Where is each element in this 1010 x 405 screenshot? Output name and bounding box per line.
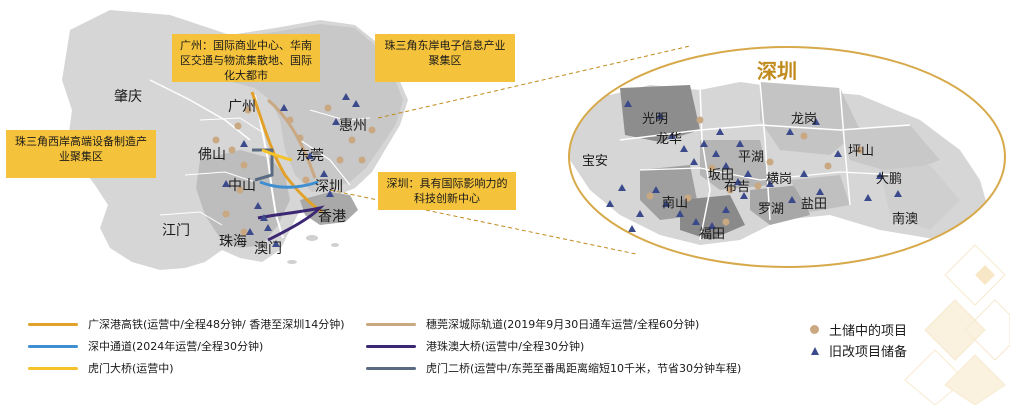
legend-humen2: 虎门二桥(运营中/东莞至番禺距离缩短10千米，节省30分钟车程): [366, 360, 741, 376]
legend-label-humen2: 虎门二桥(运营中/东莞至番禺距离缩短10千米，节省30分钟车程): [426, 362, 742, 375]
legend-land-reserve: 土储中的项目: [810, 320, 907, 339]
callout-guangzhou: 广州：国际商业中心、华南区交通与物流集散地、国际化大都市: [172, 34, 320, 82]
legend-label-hzm: 港珠澳大桥(运营中/全程30分钟): [426, 340, 585, 353]
transport-lines: [250, 91, 325, 242]
city-label-dongguan: 东莞: [296, 148, 324, 164]
humen-line: [261, 148, 293, 162]
legend-shenzhong: 深中通道(2024年运营/全程30分钟): [28, 338, 263, 354]
suiguan-line: [267, 98, 317, 179]
legend-label-humen: 虎门大桥(运营中): [88, 362, 174, 375]
legend-gsh-rail: 广深港高铁(运营中/全程48分钟/ 香港至深圳14分钟): [28, 316, 344, 332]
legend-swatch-humen: [28, 366, 78, 370]
land-reserve-circle-icon: [810, 325, 819, 334]
district-label-pinghu: 平湖: [738, 150, 765, 165]
legend-swatch-suiguan: [366, 322, 416, 326]
hzm-line: [257, 205, 325, 242]
connector-top: [377, 45, 691, 119]
callout-east-bank: 珠三角东岸电子信息产业聚集区: [375, 34, 515, 82]
decorative-diamond-pattern: [904, 244, 1010, 405]
legend-renewal-reserve: 旧改项目储备: [810, 341, 907, 360]
city-label-zhuhai: 珠海: [219, 234, 247, 250]
district-label-bantian: 坂田: [708, 168, 735, 183]
legend-hzm: 港珠澳大桥(运营中/全程30分钟): [366, 338, 584, 354]
city-label-macau: 澳门: [254, 241, 282, 257]
district-label-yantian: 盐田: [801, 197, 828, 212]
legend-swatch-gsh-rail: [28, 322, 78, 326]
shenzhen-inset: [568, 46, 1006, 268]
legend-swatch-hzm: [366, 344, 416, 348]
district-label-longgang: 龙岗: [791, 112, 818, 127]
city-label-zhaoqing: 肇庆: [114, 89, 142, 105]
district-label-baoan: 宝安: [582, 154, 609, 169]
legend-humen: 虎门大桥(运营中): [28, 360, 174, 376]
district-label-pingshan: 坪山: [848, 144, 875, 159]
shenzhong-line: [259, 180, 319, 189]
city-label-hongkong: 香港: [318, 209, 346, 225]
district-label-guangming: 光明: [642, 112, 669, 127]
district-label-nanao: 南澳: [892, 212, 919, 227]
city-label-jiangmen: 江门: [162, 223, 190, 239]
district-label-nanshan: 南山: [662, 196, 689, 211]
callout-shenzhen: 深圳：具有国际影响力的科技创新中心: [378, 172, 516, 210]
legend-swatch-humen2: [366, 366, 416, 370]
renewal-reserve-triangle-icon: [811, 346, 819, 355]
legend-label-shenzhong: 深中通道(2024年运营/全程30分钟): [88, 340, 264, 353]
legend-suiguan: 穗莞深城际轨道(2019年9月30日通车运营/全程60分钟): [366, 316, 699, 332]
legend-label-renewal-reserve: 旧改项目储备: [829, 345, 908, 360]
legend-swatch-shenzhong: [28, 344, 78, 348]
legend-label-gsh-rail: 广深港高铁(运营中/全程48分钟/ 香港至深圳14分钟): [88, 318, 345, 331]
callout-west-bank: 珠三角西岸高端设备制造产业聚集区: [6, 130, 156, 178]
inset-title: 深圳: [757, 59, 797, 83]
gsh-rail-line: [250, 91, 323, 214]
city-label-shenzhen: 深圳: [315, 179, 343, 195]
city-label-zhongshan: 中山: [228, 178, 256, 194]
district-label-luohu: 罗湖: [758, 202, 785, 217]
district-label-futian: 福田: [699, 227, 726, 242]
city-label-foshan: 佛山: [198, 147, 226, 163]
district-label-longhua: 龙华: [656, 132, 683, 147]
district-label-buji: 布吉: [724, 180, 751, 195]
inset-markers: [606, 100, 902, 232]
legend-label-suiguan: 穗莞深城际轨道(2019年9月30日通车运营/全程60分钟): [426, 318, 700, 331]
prd-landmass: [62, 10, 408, 270]
legend-label-land-reserve: 土储中的项目: [829, 324, 908, 339]
city-label-huizhou: 惠州: [339, 118, 367, 134]
district-label-henggang: 横岗: [766, 172, 793, 187]
city-label-guangzhou: 广州: [228, 99, 256, 115]
district-label-dapeng: 大鹏: [876, 172, 903, 187]
